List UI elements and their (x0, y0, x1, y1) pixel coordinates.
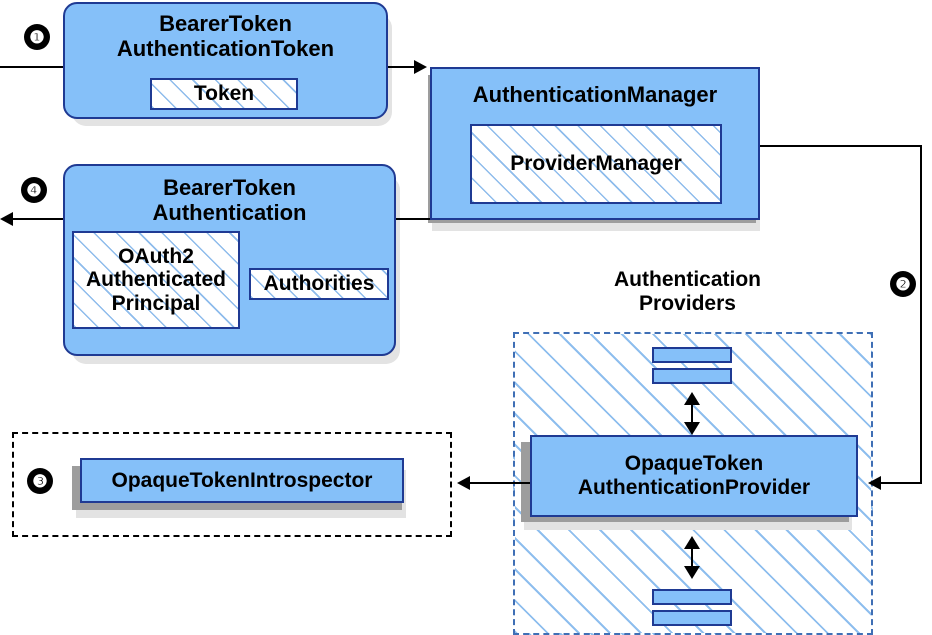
connector-into-provider (880, 482, 922, 484)
connector-incoming-request (0, 66, 64, 68)
provider-stack-bar-bottom-2 (652, 610, 732, 626)
connector-provider-to-introspector (470, 482, 530, 484)
compartment-provider-manager: ProviderManager (470, 124, 722, 204)
connector-manager-right (760, 145, 922, 147)
authentication-providers-caption: Authentication Providers (614, 268, 761, 316)
arrow-into-provider (868, 476, 881, 490)
badge-step-4: ❹ (21, 177, 47, 203)
connector-provider-stack-bottom (691, 540, 693, 576)
connector-token-to-manager (388, 66, 422, 68)
connector-manager-to-authentication (396, 218, 432, 220)
arrow-authentication-out (0, 212, 13, 226)
node-opaque-token-introspector-title: OpaqueTokenIntrospector (111, 468, 373, 492)
provider-stack-bar-top-2 (652, 368, 732, 384)
node-bearer-token-authentication-token-title: BearerToken AuthenticationToken (116, 11, 335, 61)
node-opaque-token-introspector[interactable]: OpaqueTokenIntrospector (80, 458, 404, 503)
badge-step-3: ❸ (27, 468, 53, 494)
arrow-provider-stack-bottom-up (684, 536, 700, 549)
node-authentication-manager-title: AuthenticationManager (472, 82, 718, 107)
arrow-provider-stack-bottom-down (684, 566, 700, 579)
provider-stack-bar-bottom-1 (652, 589, 732, 605)
node-opaque-token-authentication-provider-title: OpaqueToken AuthenticationProvider (577, 452, 811, 499)
node-bearer-token-authentication-title: BearerToken Authentication (152, 175, 307, 225)
connector-manager-down (920, 145, 922, 483)
arrow-token-to-manager (414, 60, 427, 74)
provider-stack-bar-top-1 (652, 347, 732, 363)
node-opaque-token-authentication-provider[interactable]: OpaqueToken AuthenticationProvider (530, 435, 858, 517)
arrow-provider-to-introspector (457, 476, 470, 490)
badge-step-1: ❶ (24, 24, 50, 50)
badge-step-2: ❷ (890, 271, 916, 297)
arrow-provider-stack-top-down (684, 422, 700, 435)
compartment-authorities: Authorities (249, 268, 389, 300)
compartment-token: Token (150, 78, 298, 110)
connector-provider-stack-top (691, 396, 693, 432)
connector-authentication-out (8, 218, 66, 220)
compartment-oauth2-authenticated-principal: OAuth2 Authenticated Principal (72, 231, 240, 329)
arrow-provider-stack-top-up (684, 392, 700, 405)
